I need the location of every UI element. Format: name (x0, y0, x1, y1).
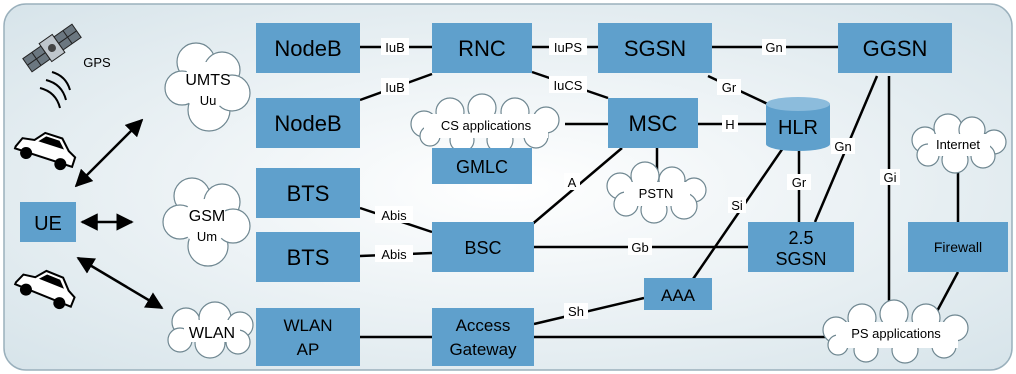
link-label-sh: Sh (568, 304, 584, 319)
wlanap-label-line1: WLAN (283, 316, 332, 335)
bts2-label: BTS (287, 245, 330, 270)
bts1-box (256, 168, 360, 218)
gsm-cloud (162, 177, 251, 267)
link-label-abis-top: Abis (381, 208, 407, 223)
accessgw-label-line2: Gateway (449, 340, 517, 359)
wlanap-box (256, 308, 360, 366)
internet-cloud (911, 113, 1007, 174)
pstn-cloud (606, 161, 707, 224)
bsc-box (432, 222, 534, 272)
aaa-label: AAA (661, 286, 696, 305)
link-label-h: H (725, 117, 734, 132)
satellite-icon (22, 23, 82, 73)
hlr-label: HLR (778, 117, 818, 139)
boxes (20, 23, 1008, 366)
nodeb2-label: NodeB (274, 111, 341, 136)
link-label-iub-bottom: IuB (385, 80, 405, 95)
link-ue-wlan (76, 256, 164, 310)
msc-box (608, 98, 698, 148)
accessgw-label-line1: Access (456, 316, 511, 335)
link-label-gn-top: Gn (765, 40, 782, 55)
link-label-gr-top: Gr (722, 80, 737, 95)
aaa-box (644, 278, 712, 310)
nodeb1-box (256, 23, 360, 73)
msc-label: MSC (629, 111, 678, 136)
gps-signal-waves (39, 71, 71, 109)
link-label-iub-top: IuB (385, 40, 405, 55)
ps-applications-label: PS applications (851, 326, 941, 341)
firewall-box (908, 222, 1008, 272)
ggsn-label: GGSN (863, 36, 928, 61)
sgsn25-box (748, 222, 854, 272)
sgsn-label: SGSN (624, 36, 686, 61)
sgsn25-label-line2: SGSN (775, 249, 826, 269)
cs-applications-cloud (410, 93, 560, 154)
gmlc-box (432, 148, 532, 184)
ps-applications-cloud (822, 299, 969, 364)
car-icon (13, 131, 77, 171)
link-firewall-ps (933, 271, 960, 316)
link-label-gn-right: Gn (834, 139, 851, 154)
link-label-a: A (568, 175, 577, 190)
bts1-label: BTS (287, 181, 330, 206)
hlr-cylinder (766, 97, 830, 151)
ue-box (20, 202, 76, 242)
link-label-backgrounds (375, 38, 900, 319)
link-label-gb: Gb (631, 240, 648, 255)
nodeb2-box (256, 98, 360, 148)
gsm-cloud-label-line1: GSM (189, 208, 225, 225)
sgsn25-label-line1: 2.5 (788, 228, 813, 248)
bts2-box (256, 232, 360, 282)
ue-label: UE (34, 213, 62, 235)
ggsn-box (838, 23, 952, 73)
link-ue-umts (74, 118, 144, 188)
wlan-cloud-label: WLAN (189, 325, 235, 342)
rnc-label: RNC (458, 36, 506, 61)
gps-label: GPS (83, 55, 111, 70)
link-label-si: Si (731, 198, 743, 213)
link-label-gr-mid: Gr (792, 175, 807, 190)
link-sh (533, 296, 645, 326)
internet-label: Internet (936, 137, 980, 152)
rnc-box (432, 23, 532, 73)
gmlc-label: GMLC (456, 157, 508, 177)
link-label-iucs: IuCS (554, 78, 583, 93)
bsc-label: BSC (464, 238, 501, 258)
link-si (689, 147, 785, 283)
link-label-abis-bottom: Abis (381, 247, 407, 262)
umts-cloud (164, 42, 251, 132)
pstn-label: PSTN (639, 186, 674, 201)
umts-cloud-label-line1: UMTS (185, 72, 230, 89)
wlan-cloud (167, 301, 254, 359)
wlanap-label-line2: AP (297, 340, 320, 359)
umts-cloud-label-line2: Uu (200, 93, 217, 108)
nodeb1-label: NodeB (274, 36, 341, 61)
gsm-cloud-label-line2: Um (197, 229, 217, 244)
car-icon (13, 269, 76, 310)
link-label-gi: Gi (884, 170, 897, 185)
firewall-label: Firewall (934, 239, 982, 255)
accessgw-box (432, 308, 534, 366)
clouds (162, 42, 1007, 364)
sgsn-box (598, 23, 712, 73)
cs-applications-label: CS applications (441, 118, 532, 133)
link-label-iups: IuPS (554, 40, 583, 55)
